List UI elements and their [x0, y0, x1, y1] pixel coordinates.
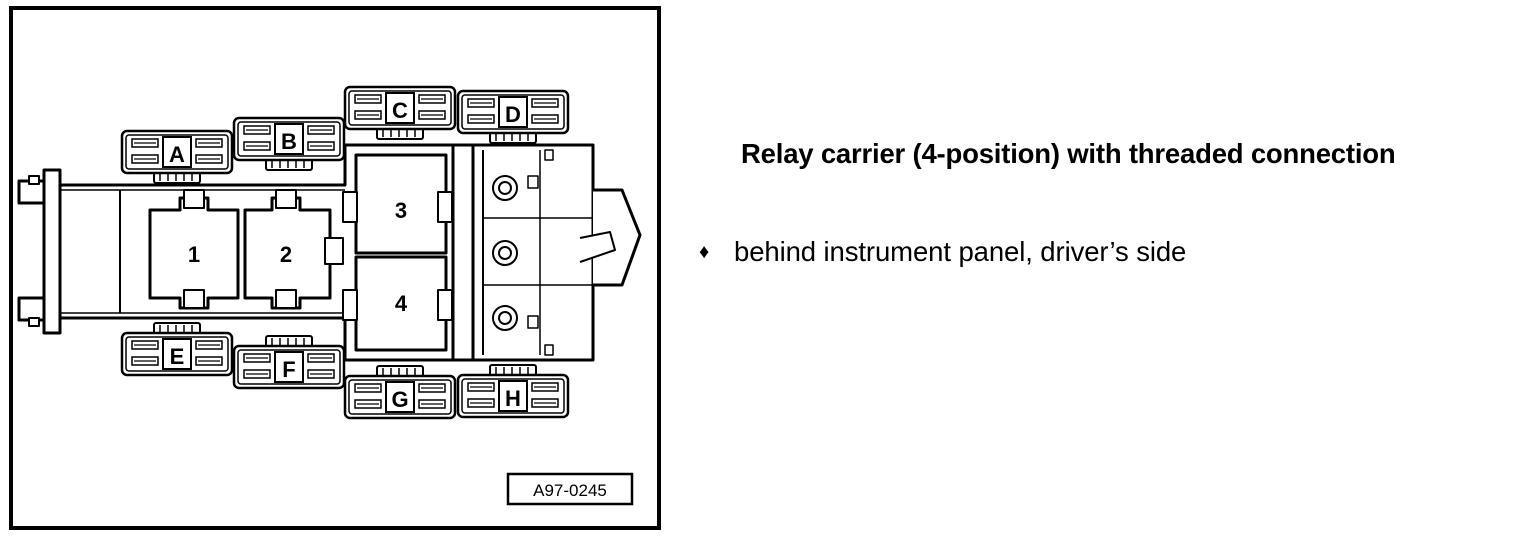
- connector-label-g: G: [391, 387, 408, 412]
- figure-id-box: [506, 472, 634, 506]
- connector-label-a: A: [169, 142, 185, 167]
- connector-f: F: [232, 335, 346, 390]
- diamond-bullet-icon: ♦: [699, 241, 710, 263]
- connector-label-b: B: [281, 129, 297, 154]
- connector-b: B: [232, 116, 346, 171]
- connector-a: A: [120, 129, 234, 184]
- location-note: ♦ behind instrument panel, driver’s side: [699, 236, 1186, 268]
- relay-socket-3: [342, 153, 453, 255]
- relay-socket-4: [342, 255, 453, 352]
- relay-label-2: 2: [280, 242, 292, 267]
- relay-label-3: 3: [395, 198, 407, 223]
- relay-socket-1: [148, 189, 240, 310]
- connector-c: C: [343, 85, 457, 140]
- connector-d: D: [456, 89, 570, 144]
- relay-label-1: 1: [188, 242, 200, 267]
- relay-label-4: 4: [395, 291, 408, 316]
- connector-label-c: C: [392, 98, 408, 123]
- relay-carrier-diagram: A B C D E F G H 1 2 3 4 A97-0245: [9, 6, 661, 530]
- connector-label-f: F: [282, 357, 295, 382]
- connector-label-d: D: [505, 102, 521, 127]
- connector-label-e: E: [170, 344, 185, 369]
- connector-label-h: H: [505, 386, 521, 411]
- relay-socket-2: [243, 189, 344, 310]
- threaded-connection-block: [451, 143, 642, 362]
- location-text: behind instrument panel, driver’s side: [734, 236, 1187, 267]
- figure-id: A97-0245: [533, 481, 607, 500]
- connector-g: G: [343, 365, 457, 420]
- connector-e: E: [120, 322, 234, 377]
- connector-h: H: [456, 364, 570, 419]
- diagram-heading: Relay carrier (4-position) with threaded…: [741, 138, 1396, 169]
